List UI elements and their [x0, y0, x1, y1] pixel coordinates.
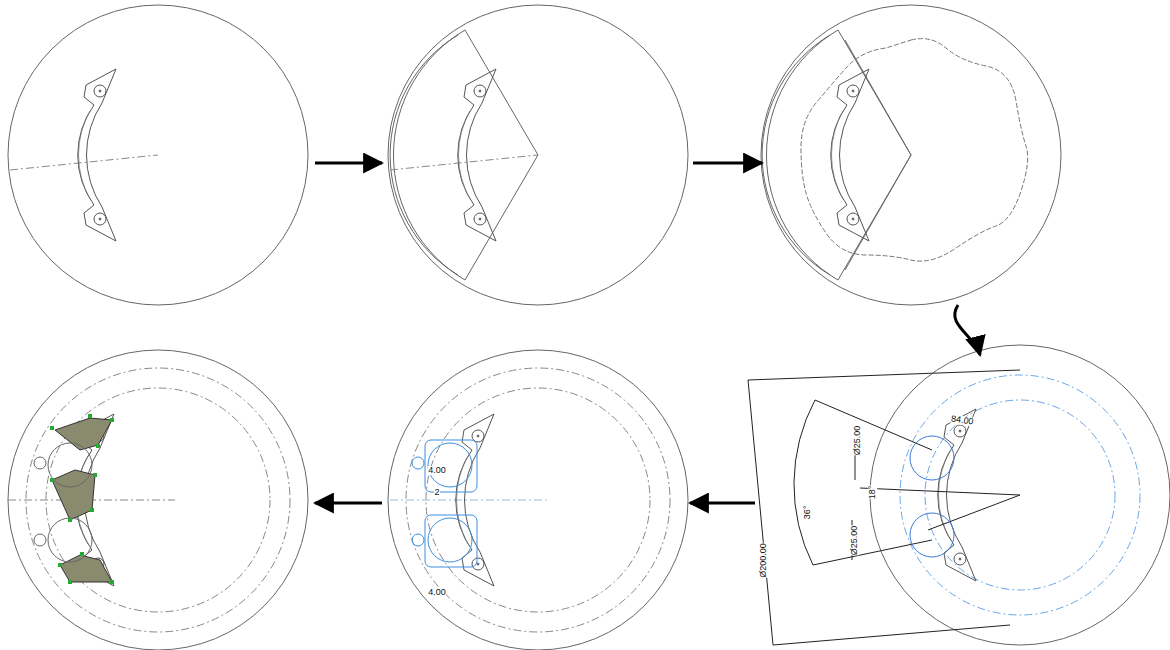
dimension-label: 84.00: [950, 414, 974, 426]
dimension-label: Ø200.00: [759, 543, 768, 578]
dimension-label: 2: [434, 488, 439, 497]
dimension-label: 36°: [804, 505, 813, 519]
dimension-label: Ø25.00: [851, 525, 860, 555]
dimension-label: Ø25.00: [854, 425, 863, 455]
dimension-label: 4.00: [428, 466, 446, 475]
dimension-label: 4.00: [428, 588, 446, 597]
dimension-label: 18°: [869, 485, 878, 499]
